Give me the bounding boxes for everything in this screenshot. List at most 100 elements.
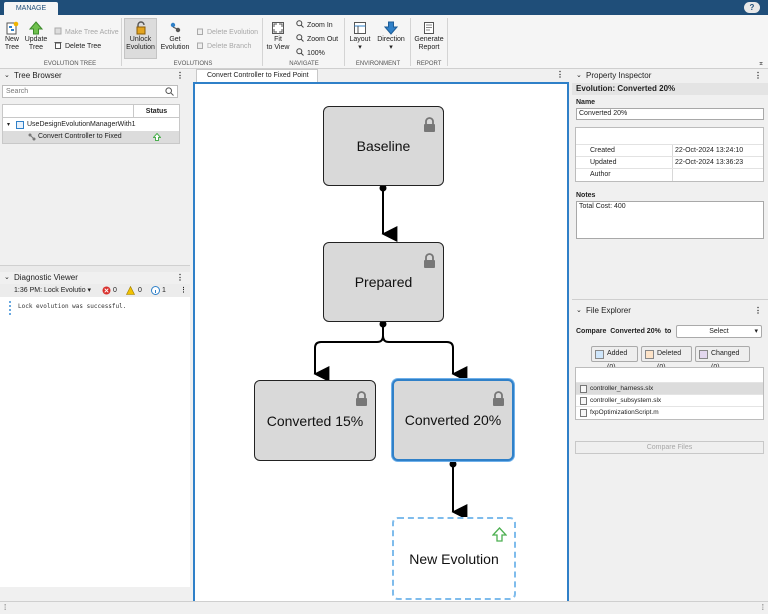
lock-icon — [493, 391, 504, 406]
tab-manage[interactable]: MANAGE — [4, 2, 58, 15]
delete-branch-icon — [197, 42, 203, 49]
notes-field[interactable]: Total Cost: 400 — [576, 201, 764, 239]
changed-swatch — [699, 350, 708, 359]
node-baseline[interactable]: Baseline — [323, 106, 444, 186]
new-tree-icon — [6, 21, 19, 35]
grip-icon: ⁞ — [4, 603, 7, 612]
tree-browser-header: ⌄ Tree Browser ⋮ — [0, 70, 190, 82]
panel-splitter[interactable] — [572, 299, 768, 304]
evolution-tree-canvas[interactable]: Baseline Prepared Converted 15% Converte… — [193, 82, 569, 614]
node-converted-20[interactable]: Converted 20% — [392, 379, 514, 461]
file-explorer-header: ⌄ File Explorer ⋮ — [572, 305, 768, 317]
get-evolution-icon — [170, 22, 181, 33]
tree-hscrollbar[interactable] — [0, 265, 190, 272]
name-label: Name — [576, 99, 596, 106]
document-menu-icon[interactable]: ⋮ — [556, 70, 564, 79]
new-tree-button[interactable]: New Tree — [2, 21, 22, 52]
collapse-ribbon-icon[interactable]: ⌅ — [758, 60, 764, 67]
warning-count[interactable]: 0 — [138, 287, 142, 294]
info-icon — [151, 286, 160, 295]
delete-tree-button[interactable]: Delete Tree — [54, 41, 101, 51]
collapse-chevron-icon[interactable]: ⌄ — [4, 72, 10, 79]
search-icon — [165, 87, 174, 96]
filter-deleted[interactable]: Deleted (0) — [641, 346, 692, 371]
panel-menu-icon[interactable]: ⋮ — [754, 306, 762, 315]
slx-file-icon — [580, 385, 587, 393]
session-dropdown[interactable]: 1:36 PM: Lock Evolutio ▾ — [14, 287, 92, 294]
direction-button[interactable]: Direction▾ — [376, 21, 406, 52]
group-evolution-tree: EVOLUTION TREE — [43, 61, 97, 67]
zoom-in-icon — [296, 20, 304, 28]
arrow-down-icon — [384, 21, 398, 35]
node-converted-15[interactable]: Converted 15% — [254, 380, 376, 461]
unlock-icon — [136, 21, 145, 35]
help-button[interactable]: ? — [744, 2, 760, 13]
tree-active-icon — [54, 27, 62, 35]
ribbon-divider — [344, 18, 345, 66]
group-environment: ENVIRONMENT — [355, 61, 401, 67]
status-bar: ⁞ ⁞ — [0, 601, 768, 614]
status-up-arrow-icon — [153, 133, 161, 141]
tree-row-root[interactable]: ▾ UseDesignEvolutionManagerWith1 — [3, 119, 179, 131]
collapse-chevron-icon[interactable]: ⌄ — [4, 274, 10, 281]
ribbon: New Tree Update Tree Make Tree Active De… — [0, 15, 768, 69]
unlock-highlight — [124, 18, 157, 59]
expand-chevron-icon[interactable]: ▾ — [7, 122, 11, 128]
generate-report-button[interactable]: Generate Report — [413, 21, 445, 52]
lock-icon — [424, 117, 435, 132]
file-row[interactable]: fxpOptimizationScript.m — [576, 406, 763, 418]
meta-row-author: Author — [576, 168, 763, 181]
compare-target-dropdown[interactable]: Select ▾ — [676, 325, 762, 338]
chevron-down-icon: ▾ — [358, 44, 362, 51]
connector-layer — [313, 184, 468, 520]
panel-menu-icon[interactable]: ⋮ — [176, 273, 184, 282]
compare-files-button[interactable]: Compare Files — [575, 441, 764, 454]
filter-added[interactable]: Added (0) — [591, 346, 638, 371]
node-prepared[interactable]: Prepared — [323, 242, 444, 322]
message-marker — [9, 301, 11, 315]
compare-row: Compare Converted 20% to — [576, 328, 672, 335]
error-count[interactable]: 0 — [113, 287, 117, 294]
filter-changed[interactable]: Changed (0) — [695, 346, 750, 371]
delete-evolution-button[interactable]: Delete Evolution — [196, 27, 258, 37]
zoom-100-button[interactable]: 100% — [296, 48, 325, 58]
fit-to-view-button[interactable]: Fit to View — [265, 21, 291, 52]
toolbar-menu-icon[interactable]: ⋮ — [180, 287, 187, 294]
zoom-in-button[interactable]: Zoom In — [296, 20, 333, 30]
file-row[interactable]: controller_subsystem.slx — [576, 394, 763, 406]
group-navigate: NAVIGATE — [289, 61, 319, 67]
panel-menu-icon[interactable]: ⋮ — [176, 71, 184, 80]
layout-button[interactable]: Layout▾ — [347, 21, 373, 52]
collapse-chevron-icon[interactable]: ⌄ — [576, 307, 582, 314]
group-report: REPORT — [416, 61, 442, 67]
update-tree-button[interactable]: Update Tree — [24, 21, 48, 52]
evolution-tree-icon — [28, 133, 36, 141]
tab-document[interactable]: Convert Controller to Fixed Point — [196, 69, 318, 82]
get-evolution-button[interactable]: Get Evolution — [160, 21, 190, 52]
diagnostic-message: Lock evolution was successful. — [18, 303, 127, 310]
name-field[interactable]: Converted 20% — [576, 108, 764, 120]
grip-icon: ⁞ — [761, 603, 764, 612]
info-count[interactable]: 1 — [162, 287, 166, 294]
up-arrow-icon — [492, 527, 507, 542]
panel-menu-icon[interactable]: ⋮ — [754, 71, 762, 80]
delete-branch-button[interactable]: Delete Branch — [196, 41, 251, 51]
file-list-header — [576, 368, 763, 382]
tree-table-header: Status — [3, 105, 179, 118]
zoom-reset-icon — [296, 48, 304, 56]
tree-row-selected[interactable]: Convert Controller to Fixed — [3, 131, 179, 143]
unlock-evolution-button[interactable]: Unlock Evolution — [124, 21, 157, 52]
tree-search-input[interactable]: Search — [2, 85, 178, 98]
file-row[interactable]: controller_harness.slx — [576, 382, 763, 394]
delete-evolution-icon — [197, 28, 203, 35]
collapse-chevron-icon[interactable]: ⌄ — [576, 72, 582, 79]
make-tree-active-button[interactable]: Make Tree Active — [54, 27, 119, 37]
m-file-icon — [580, 409, 587, 417]
node-new-evolution[interactable]: New Evolution — [392, 517, 516, 600]
notes-label: Notes — [576, 192, 596, 199]
diagnostic-header: ⌄ Diagnostic Viewer ⋮ — [0, 272, 190, 284]
zoom-out-button[interactable]: Zoom Out — [296, 34, 338, 44]
lock-icon — [356, 391, 367, 406]
ribbon-divider — [447, 18, 448, 66]
